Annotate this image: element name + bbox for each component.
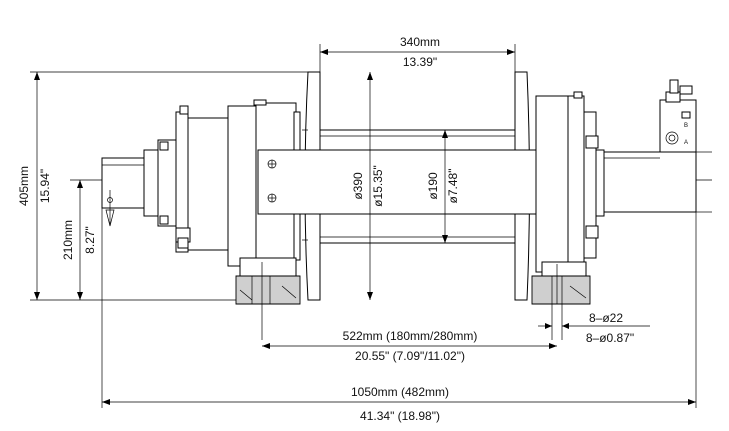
center-height-label: 210mm <box>61 220 75 260</box>
tie-bar <box>257 149 569 215</box>
drum-width-dimension: 340mm 13.39" <box>319 35 516 75</box>
valve-port-a-label: A <box>684 140 688 146</box>
drum-width-label: 340mm <box>400 35 440 49</box>
overall-height-label: 405mm <box>17 166 31 206</box>
flange-diameter-inch-label: ø15.35" <box>371 165 385 207</box>
bolt-hole-callout: 8–ø22 8–ø0.87" <box>538 311 650 345</box>
overall-height-inch-label: 15.94" <box>38 169 52 203</box>
control-valve: B A <box>659 79 712 213</box>
drum-diameter-inch-label: ø7.48" <box>446 169 460 204</box>
valve-port-b-label: B <box>684 123 688 129</box>
drum-width-inch-label: 13.39" <box>403 55 437 69</box>
right-end-frame <box>535 91 599 273</box>
bolt-hole-label: 8–ø22 <box>589 311 623 325</box>
overall-length-label: 1050mm (482mm) <box>351 385 449 399</box>
overall-height-dimension: 405mm 15.94" <box>17 71 318 301</box>
bolt-hole-inch-label: 8–ø0.87" <box>586 331 634 345</box>
mount-spacing-inch-label: 20.55" (7.09"/11.02") <box>355 349 465 363</box>
center-height-inch-label: 8.27" <box>83 226 97 254</box>
flange-diameter-dimension: ø390 ø15.35" <box>351 72 385 300</box>
drum-diameter-label: ø190 <box>426 172 440 200</box>
right-shaft <box>595 149 697 217</box>
input-shaft <box>101 139 177 227</box>
overall-length-inch-label: 41.34" (18.98") <box>360 409 440 423</box>
left-mounting-foot <box>235 257 301 340</box>
mount-spacing-label: 522mm (180mm/280mm) <box>343 329 478 343</box>
right-mounting-foot <box>531 261 591 340</box>
mount-spacing-dimension: 522mm (180mm/280mm) 20.55" (7.09"/11.02"… <box>262 329 557 363</box>
flange-diameter-label: ø390 <box>351 172 365 200</box>
overall-length-dimension: 1050mm (482mm) 41.34" (18.98") <box>101 208 697 423</box>
drum-diameter-dimension: ø190 ø7.48" <box>426 130 460 243</box>
